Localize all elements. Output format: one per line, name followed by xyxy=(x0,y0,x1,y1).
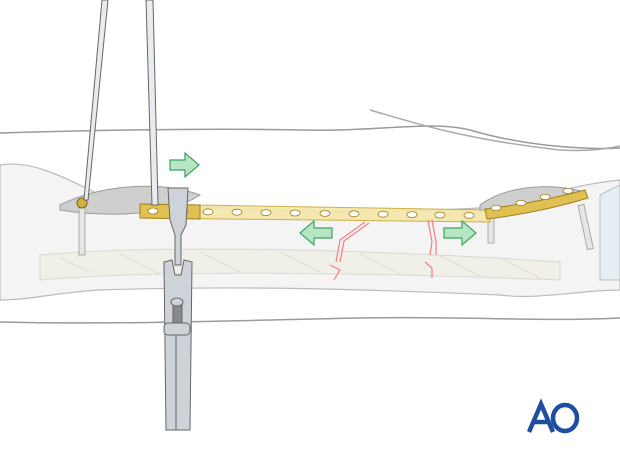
plate-hole xyxy=(377,210,389,218)
arrow-left-middle xyxy=(299,219,333,247)
plate-hole xyxy=(406,211,418,219)
plate-hole xyxy=(289,209,301,217)
ao-logo xyxy=(526,398,580,434)
plate-hole xyxy=(463,211,475,219)
plate-hole xyxy=(319,209,331,217)
screw-far-right xyxy=(577,203,594,251)
plate-hole xyxy=(539,193,551,200)
screw-left xyxy=(76,197,88,256)
plate-hole xyxy=(562,187,574,194)
plate-hole xyxy=(202,208,214,216)
reduction-forceps xyxy=(83,0,159,206)
plate-hole xyxy=(147,207,159,215)
fracture-lines xyxy=(329,219,437,281)
limb-outline xyxy=(0,109,620,324)
arrow-right-middle xyxy=(443,219,477,247)
plate-hole xyxy=(490,204,502,211)
plate-hole xyxy=(231,208,243,216)
plate-hole xyxy=(434,211,446,219)
plate-hole xyxy=(348,210,360,218)
plate-holder-instrument xyxy=(163,187,193,431)
arrow-right-top xyxy=(169,151,200,179)
plate-hole xyxy=(515,199,527,206)
plate-hole xyxy=(260,209,272,217)
